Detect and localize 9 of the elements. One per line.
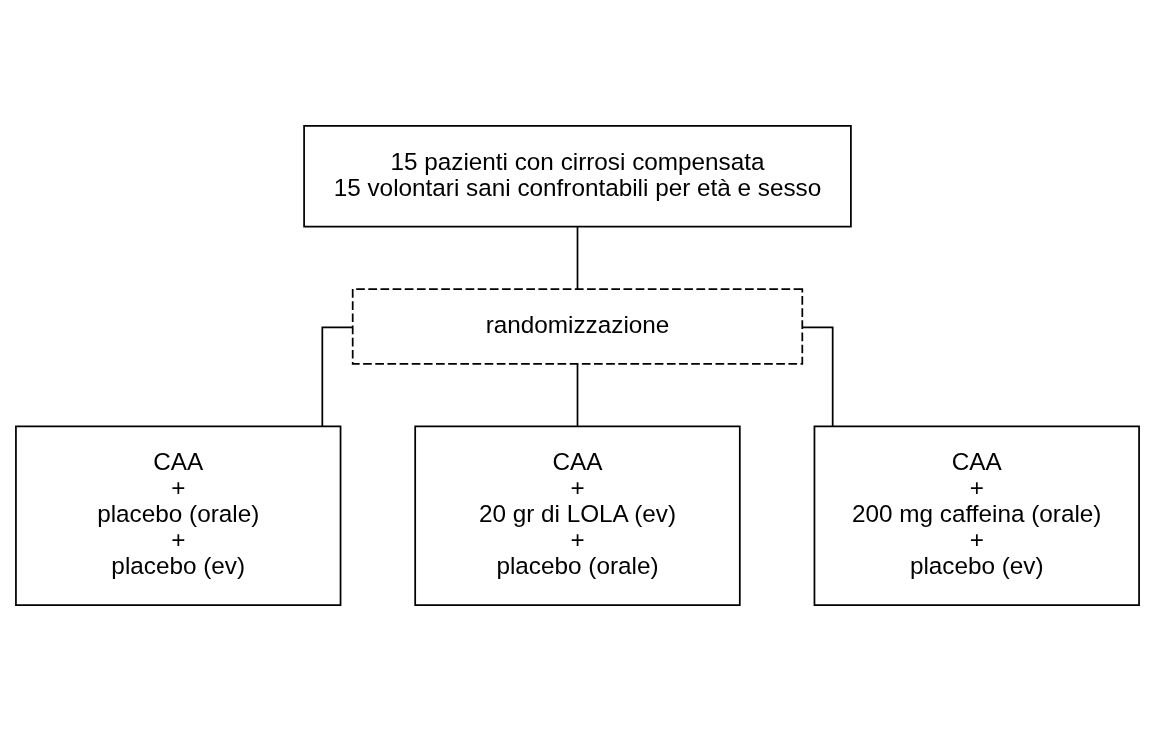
node-box: CAA + placebo (orale) + placebo (ev) (15, 425, 342, 606)
node-box: CAA + 20 gr di LOLA (ev) + placebo (orale) (414, 425, 741, 606)
node-box: CAA + 200 mg caffeina (orale) + placebo (ev) (813, 425, 1140, 606)
node-box: randomizzazione (351, 288, 804, 365)
connector (801, 326, 834, 427)
connector (576, 226, 579, 290)
node-box: 15 pazienti con cirrosi compensata 15 volontari sani confrontabili per età e sesso (303, 125, 852, 228)
connector (321, 326, 354, 427)
connector (576, 362, 579, 427)
